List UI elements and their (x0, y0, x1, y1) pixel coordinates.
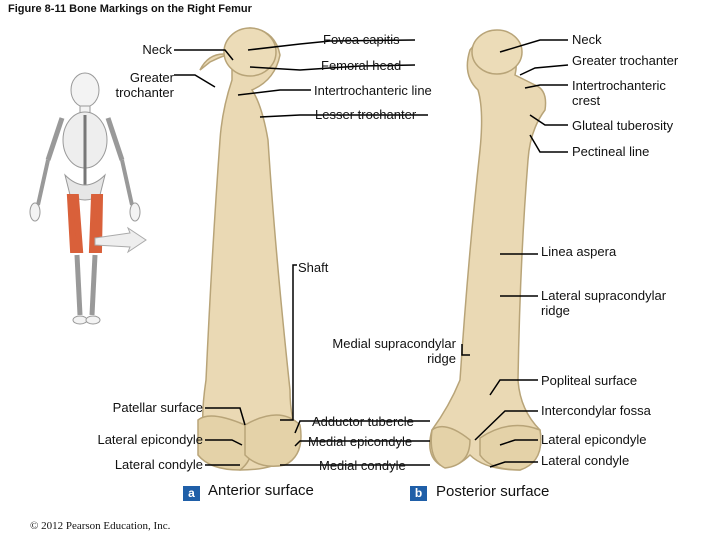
label-lateral-epicondyle-anterior: Lateral epicondyle (97, 432, 203, 447)
label-lateral-epicondyle-posterior: Lateral epicondyle (541, 432, 647, 447)
label-femoral-head: Femoral head (321, 58, 402, 73)
lower-legs (72, 254, 101, 325)
label-medial-condyle: Medial condyle (319, 458, 406, 473)
label-intertrochanteric-line: Intertrochanteric line (314, 83, 432, 98)
posterior-femur (429, 29, 547, 471)
leader-lines (174, 39, 569, 468)
pointer-arrow (94, 226, 147, 254)
label-medial-supracondylar-ridge: Medial supracondylar ridge (332, 336, 456, 366)
label-medial-epicondyle: Medial epicondyle (308, 434, 413, 449)
label-popliteal-surface: Popliteal surface (541, 373, 638, 388)
label-lateral-supracondylar-ridge: Lateral supracondylar ridge (541, 288, 667, 318)
label-intertrochanteric-crest: Intertrochanteric crest (572, 78, 666, 108)
caption-posterior-surface: Posterior surface (436, 483, 550, 500)
figure-title: Figure 8-11 Bone Markings on the Right F… (8, 3, 252, 15)
label-neck-anterior: Neck (142, 42, 172, 57)
label-gluteal-tuberosity: Gluteal tuberosity (572, 118, 674, 133)
label-shaft: Shaft (298, 260, 329, 275)
caption-anterior-surface: Anterior surface (208, 482, 314, 499)
skeleton-illustration (29, 72, 141, 222)
badge-a: a (183, 486, 200, 501)
label-greater-trochanter-anterior: Greater trochanter (115, 70, 174, 100)
label-lateral-condyle-posterior: Lateral condyle (541, 453, 630, 468)
label-fovea-capitis: Fovea capitis (323, 32, 400, 47)
highlighted-femurs (66, 194, 104, 253)
label-adductor-tubercle: Adductor tubercle (312, 414, 414, 429)
badge-b: b (410, 486, 427, 501)
label-intercondylar-fossa: Intercondylar fossa (541, 403, 651, 418)
label-linea-aspera: Linea aspera (541, 244, 617, 259)
label-greater-trochanter-posterior: Greater trochanter (572, 53, 679, 68)
label-lateral-condyle-anterior: Lateral condyle (114, 457, 203, 472)
label-neck-posterior: Neck (572, 32, 602, 47)
label-patellar-surface: Patellar surface (112, 400, 203, 415)
anterior-femur (197, 27, 302, 471)
label-lesser-trochanter: Lesser trochanter (315, 107, 417, 122)
copyright-notice: © 2012 Pearson Education, Inc. (30, 520, 171, 532)
label-pectineal-line: Pectineal line (572, 144, 650, 159)
